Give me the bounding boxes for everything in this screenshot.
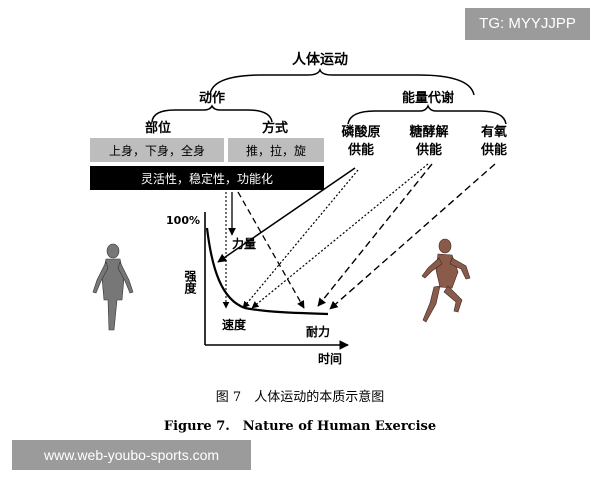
energy-item-1-line1: 磷酸原	[341, 124, 380, 140]
action-brace	[151, 104, 273, 123]
arrow-phosphagen-to-strength	[217, 167, 356, 263]
energy-item-3-line1: 有氧	[481, 124, 507, 140]
method-values-box	[228, 138, 324, 162]
energy-item-2-line1: 糖酵解	[409, 124, 448, 140]
part-values-text: 上身，下身，全身	[109, 143, 205, 158]
root-brace	[209, 67, 475, 96]
x-axis-label: 时间	[318, 351, 342, 366]
part-values-box	[90, 138, 224, 162]
energy-brace	[347, 103, 507, 125]
running-human-figure	[421, 238, 471, 323]
arrow-glycolytic-to-endurance	[317, 163, 433, 307]
speed-label: 速度	[222, 317, 247, 332]
energy-item-2-line2: 供能	[415, 142, 442, 158]
energy-label: 能量代谢	[402, 90, 454, 106]
arrow-box-to-endurance	[237, 191, 305, 309]
method-label: 方式	[262, 120, 288, 136]
arrow-phosphagen-to-speed	[242, 169, 359, 309]
action-label: 动作	[199, 90, 225, 106]
qualities-text: 灵活性，稳定性，功能化	[141, 171, 273, 186]
qualities-box	[90, 166, 324, 190]
watermark-tg-label: TG: MYYJJPP	[465, 8, 590, 40]
root-label: 人体运动	[292, 51, 348, 68]
watermark-site-url: www.web-youbo-sports.com	[12, 440, 251, 470]
part-label: 部位	[145, 120, 171, 136]
arrow-glycolytic-to-speed	[251, 163, 429, 309]
energy-item-3-line2: 供能	[480, 142, 507, 158]
intensity-curve	[205, 227, 329, 316]
method-values-text: 推，拉，旋	[246, 143, 306, 158]
caption-chinese: 图 7 人体运动的本质示意图	[216, 389, 384, 405]
endurance-label: 耐力	[306, 324, 330, 339]
standing-human-figure	[92, 243, 134, 331]
y-max-label: 100%	[166, 214, 200, 227]
caption-english: Figure 7. Nature of Human Exercise	[164, 419, 436, 434]
energy-item-1-line2: 供能	[347, 142, 374, 158]
y-axis-label: 强度	[183, 270, 197, 295]
arrow-aerobic-to-endurance	[329, 163, 496, 310]
